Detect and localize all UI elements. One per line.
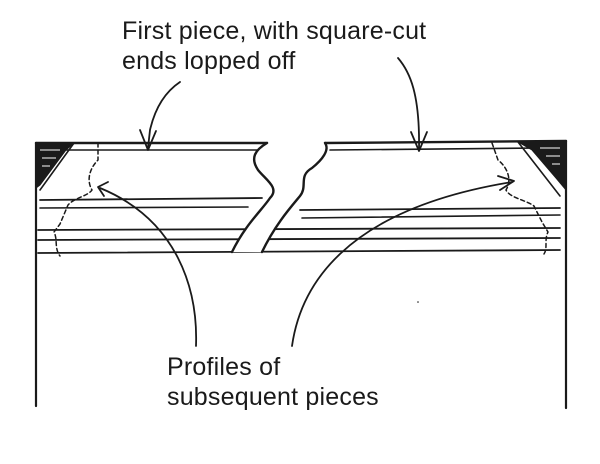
top-callout-arrow-right (397, 57, 428, 152)
top-callout-arrow-left (139, 81, 181, 151)
bottom-callout-arrow-right (291, 175, 515, 347)
profiles-callout-line2: subsequent pieces (167, 383, 379, 411)
break-squiggle (230, 141, 328, 254)
molding-upper-face-line (59, 147, 541, 151)
left-cut-corner (35, 142, 76, 191)
bottom-callout-arrow-left (97, 181, 197, 347)
right-dashed-profile (491, 142, 549, 255)
ink-speck (417, 301, 419, 303)
molding-top-edge (34, 139, 568, 145)
profiles-callout: Profiles of subsequent pieces (167, 352, 379, 412)
first-piece-callout-line1: First piece, with square-cut (122, 17, 427, 45)
first-piece-callout-line2: ends lopped off (122, 47, 296, 75)
first-piece-callout: First piece, with square-cut ends lopped… (122, 16, 426, 76)
right-cut-corner (516, 140, 567, 197)
molding-profile-lines (37, 197, 561, 254)
left-dashed-profile (53, 142, 99, 257)
profiles-callout-line1: Profiles of (167, 353, 281, 381)
